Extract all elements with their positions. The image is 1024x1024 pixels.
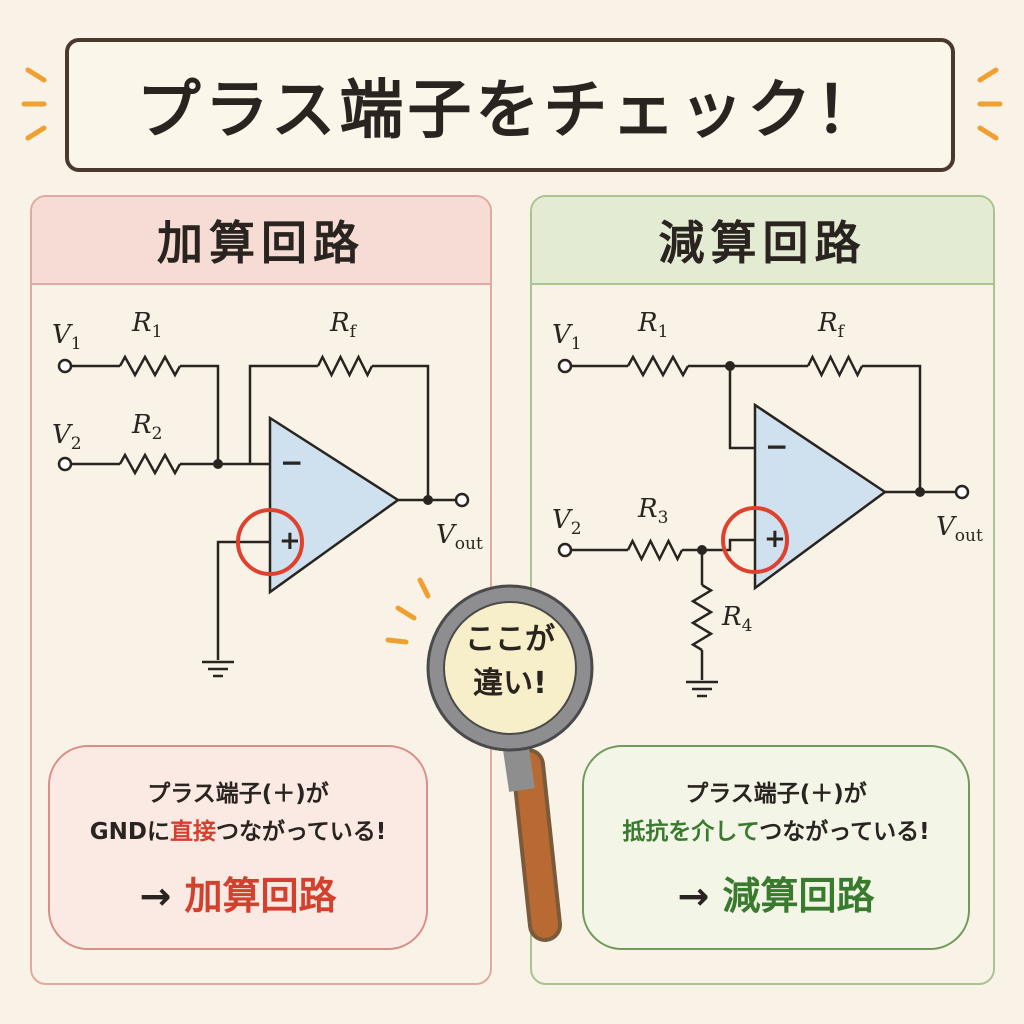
wire <box>216 540 270 660</box>
junction-node <box>423 495 433 505</box>
label-r4: R4 <box>722 602 753 637</box>
difference-circuit-panel: 減算回路 <box>530 195 995 985</box>
terminal <box>454 492 470 508</box>
resistor <box>118 354 182 378</box>
wire <box>728 366 755 450</box>
result-label: 加算回路 <box>184 874 337 918</box>
label-v1: V1 <box>552 320 582 355</box>
plus-terminal-highlight <box>721 506 789 574</box>
label-r3: R3 <box>638 494 669 529</box>
label-rf: Rf <box>330 308 356 343</box>
panel-heading: 加算回路 <box>32 197 490 285</box>
page-title: プラス端子をチェック！ <box>65 38 955 172</box>
minus-sign: − <box>280 446 304 479</box>
ground-icon <box>686 680 718 698</box>
resistor <box>690 583 714 652</box>
magnifier-text: ここが違い! <box>465 622 555 701</box>
terminal <box>954 484 970 500</box>
resistor <box>118 452 182 476</box>
panel-heading: 減算回路 <box>532 197 993 285</box>
label-r1: R1 <box>638 308 669 343</box>
plus-terminal-highlight <box>236 508 304 576</box>
terminal <box>557 358 573 374</box>
junction-node <box>213 459 223 469</box>
minus-sign: − <box>765 430 789 463</box>
label-r1: R1 <box>132 308 163 343</box>
label-v1: V1 <box>52 320 82 355</box>
terminal <box>557 542 573 558</box>
resistor <box>626 538 684 562</box>
wire <box>862 364 922 492</box>
junction-node <box>725 361 735 371</box>
label-r2: R2 <box>132 410 163 445</box>
difference-explanation-bubble: プラス端子(＋)が 抵抗を介してつながっている! → 減算回路 <box>582 745 970 950</box>
terminal <box>57 358 73 374</box>
summing-explanation-bubble: プラス端子(＋)が GNDに直接つながっている! → 加算回路 <box>48 745 428 950</box>
wire <box>248 364 318 464</box>
label-vout: Vout <box>436 520 483 555</box>
result-label: 減算回路 <box>722 874 875 918</box>
plus-sign: + <box>764 524 786 554</box>
terminal <box>57 456 73 472</box>
label-vout: Vout <box>936 512 983 547</box>
resistor <box>626 354 690 378</box>
resistor <box>316 354 374 378</box>
plus-sign: + <box>279 526 301 556</box>
wire <box>372 364 430 500</box>
wire <box>180 364 220 464</box>
label-v2: V2 <box>552 505 582 540</box>
label-rf: Rf <box>818 308 844 343</box>
junction-node <box>697 545 707 555</box>
label-v2: V2 <box>52 420 82 455</box>
resistor <box>806 354 864 378</box>
junction-node <box>915 487 925 497</box>
summing-circuit-panel: 加算回路 <box>30 195 492 985</box>
ground-icon <box>202 660 234 678</box>
